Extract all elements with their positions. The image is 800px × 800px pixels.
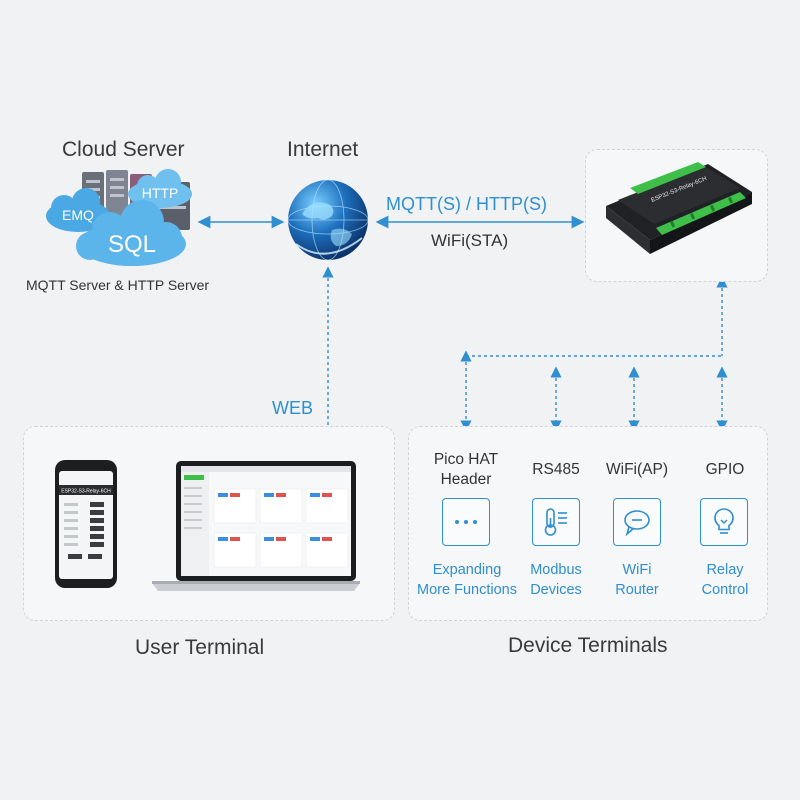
svg-text:ESP32-S3-Relay-6CH: ESP32-S3-Relay-6CH xyxy=(61,489,111,495)
lightbulb-icon xyxy=(714,508,734,534)
terminal-sub-rs485: Modbus Devices xyxy=(530,562,582,598)
emq-cloud xyxy=(46,188,110,232)
terminal-icon-box-wifi-ap xyxy=(613,498,661,546)
terminal-icon-box-pico-hat xyxy=(442,498,490,546)
terminal-label-rs485: RS485 xyxy=(532,461,580,478)
cloud-server-graphic: HTTP EMQ SQL xyxy=(46,169,192,266)
web-label: WEB xyxy=(272,398,314,418)
globe-icon xyxy=(287,179,369,261)
terminal-blocks-bottom xyxy=(656,192,746,235)
cloud-server-title: Cloud Server xyxy=(62,138,185,161)
dots-icon xyxy=(455,520,477,524)
relay-board-graphic: ESP32-S3-Relay-6CH xyxy=(606,162,752,254)
device-terminals-title: Device Terminals xyxy=(508,634,668,657)
smartphone-graphic: ESP32-S3-Relay-6CH xyxy=(55,460,117,588)
chat-bubble-icon xyxy=(624,510,650,537)
internet-title: Internet xyxy=(287,138,359,161)
http-tag: HTTP xyxy=(142,185,179,201)
emq-tag: EMQ xyxy=(62,207,94,223)
cloud-server-caption: MQTT Server & HTTP Server xyxy=(26,277,210,293)
terminal-label-gpio: GPIO xyxy=(705,461,745,478)
terminal-sub-pico-hat: Expanding More Functions xyxy=(417,562,517,598)
user-terminal-title: User Terminal xyxy=(135,636,265,659)
protocol-label: MQTT(S) / HTTP(S) xyxy=(386,194,547,214)
terminal-blocks-top xyxy=(630,162,706,194)
terminal-icon-box-rs485 xyxy=(532,498,580,546)
thermometer-icon xyxy=(544,508,567,536)
sql-cloud xyxy=(76,200,186,266)
terminal-sub-gpio: Relay Control xyxy=(701,562,749,598)
terminal-icon-box-gpio xyxy=(700,498,748,546)
laptop-graphic xyxy=(152,461,360,591)
board-enclosure xyxy=(618,166,740,224)
terminal-label-pico-hat: Pico HAT Header xyxy=(433,451,499,488)
terminal-label-wifi-ap: WiFi(AP) xyxy=(606,461,668,478)
terminal-sub-wifi-ap: WiFi Router xyxy=(615,562,659,598)
wifi-sta-label: WiFi(STA) xyxy=(431,231,509,250)
sql-tag: SQL xyxy=(108,231,156,258)
